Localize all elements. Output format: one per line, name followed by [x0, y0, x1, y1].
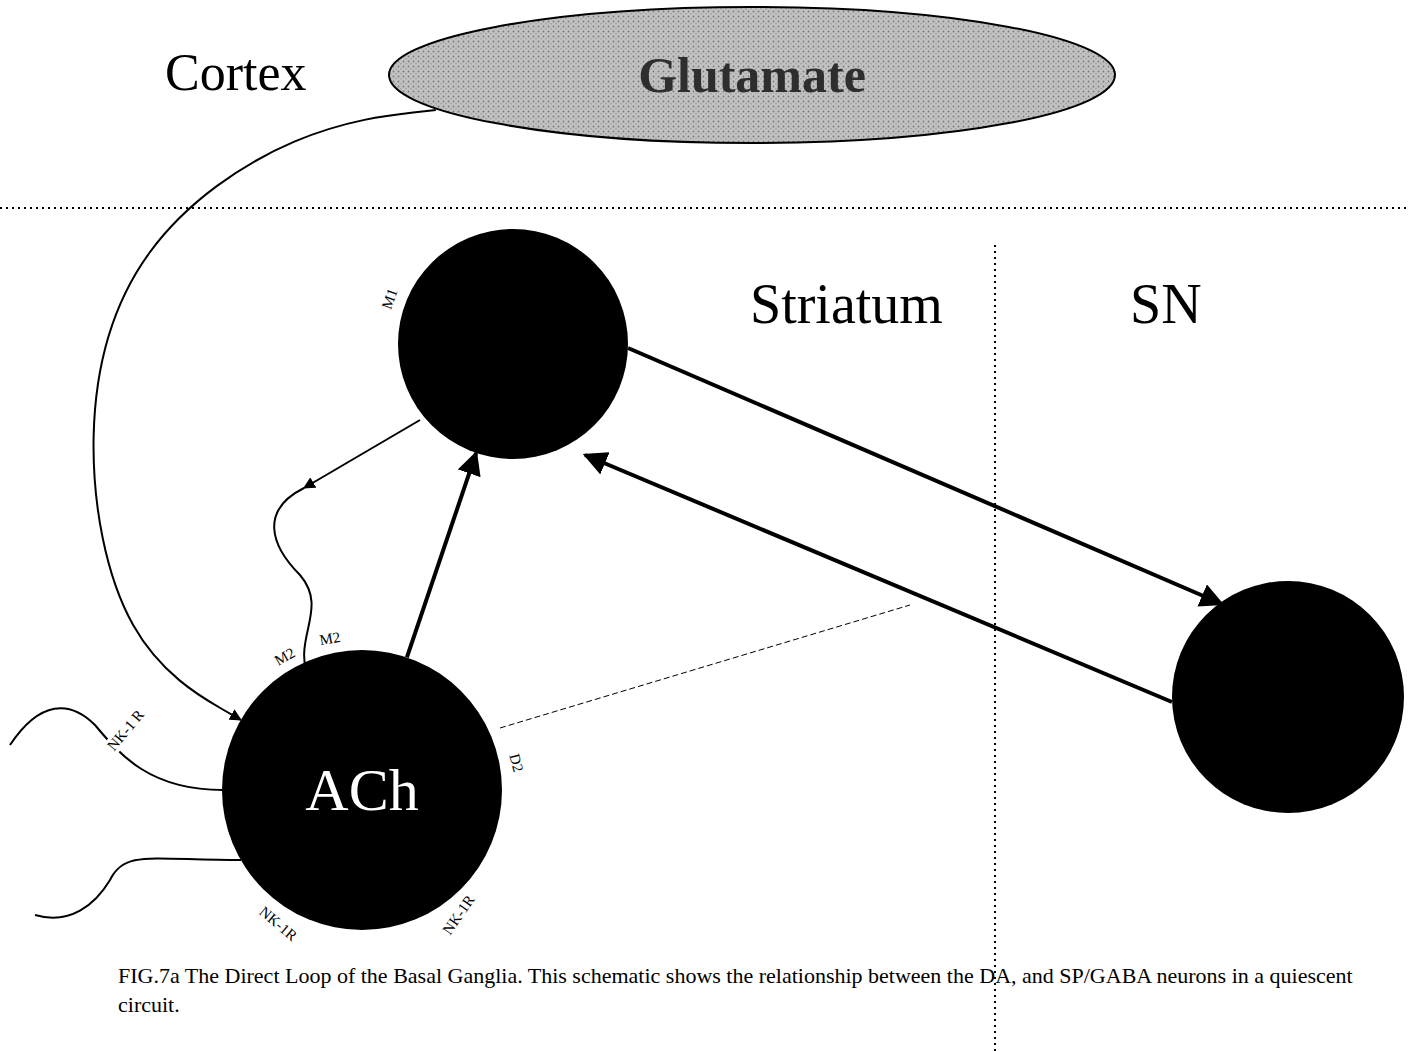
nigrostriatal-axon: [585, 455, 1172, 702]
receptor-label: NK-1 R: [103, 705, 149, 756]
neuron-body: [222, 650, 502, 930]
receptor-label: D2: [505, 752, 526, 774]
afferent-terminal: [304, 420, 420, 488]
nk1-fiber: [35, 858, 241, 917]
axon-connector: [94, 110, 436, 720]
receptor-label: M2: [272, 644, 299, 669]
neuron-label: ACh: [305, 756, 418, 825]
axon-connector: [407, 453, 476, 657]
transmitter-label: Glutamate: [638, 46, 866, 104]
dopamine-collateral: [500, 605, 910, 728]
receptor-label: M2: [318, 629, 341, 649]
region-label: Striatum: [750, 272, 943, 336]
circle-outline: [398, 229, 628, 459]
spiny-neuron: M1: [398, 229, 628, 459]
cortex-ellipse: [389, 7, 1115, 143]
receptor-label: M1: [378, 286, 401, 311]
cortex-ellipse: CortexGlutamate: [387, 5, 1117, 145]
region-heading: Cortex: [165, 43, 307, 102]
region-label: SN: [1130, 272, 1202, 336]
cholinergic-neuron: AChM2M2D2NK-1RNK-1R: [222, 650, 502, 930]
neuron-body: [398, 229, 628, 459]
figure-caption: FIG.7a The Direct Loop of the Basal Gang…: [118, 962, 1403, 1019]
region-divider: [0, 207, 1410, 209]
sn-neuron: [1172, 581, 1404, 813]
region-divider: [994, 245, 996, 1051]
striatonigral-axon: [628, 348, 1222, 604]
